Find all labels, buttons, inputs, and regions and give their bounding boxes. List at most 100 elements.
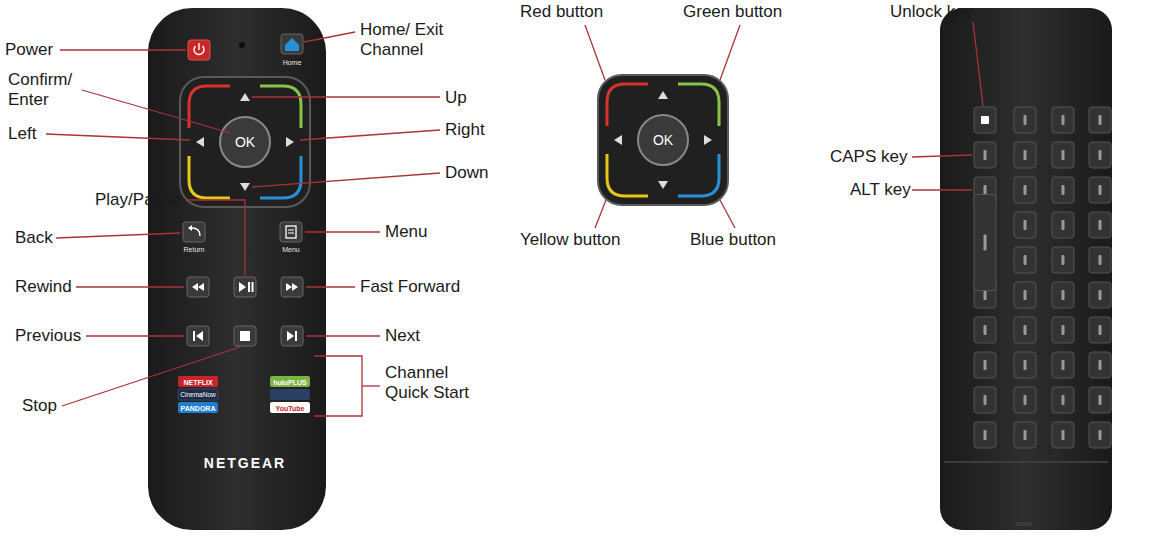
key-cap xyxy=(1014,422,1036,448)
remote-buttons xyxy=(187,326,209,346)
remote-buttons xyxy=(234,326,256,346)
keyboard-key xyxy=(1089,212,1111,238)
key-mark xyxy=(1099,325,1102,335)
remote-buttons xyxy=(198,43,199,50)
key-mark xyxy=(1062,395,1065,405)
leader-lines xyxy=(306,286,355,287)
remote-buttons xyxy=(239,282,246,292)
leader-lines xyxy=(912,189,972,190)
channel-buttons xyxy=(178,376,218,387)
keyboard-key xyxy=(1089,387,1111,413)
leader-lines xyxy=(306,335,380,336)
keyboard-key xyxy=(1014,282,1036,308)
keyboard-key xyxy=(1089,422,1111,448)
keyboard-key xyxy=(1052,282,1074,308)
keyboard-key xyxy=(1052,142,1074,168)
callout-label: Previous xyxy=(15,326,81,346)
channel-logo: NETFLIX xyxy=(183,378,212,385)
keyboard-key xyxy=(1014,422,1036,448)
button-text: Home xyxy=(283,59,302,66)
key-mark xyxy=(1062,325,1065,335)
key-cap xyxy=(1089,282,1111,308)
key-mark xyxy=(1099,150,1102,160)
leader-lines xyxy=(56,233,180,238)
leader-lines xyxy=(46,22,983,416)
remote-buttons xyxy=(183,222,205,242)
key-cap xyxy=(1014,247,1036,273)
key-cap xyxy=(1014,317,1036,343)
key-cap xyxy=(1014,352,1036,378)
key-mark xyxy=(1099,115,1102,125)
leader-lines xyxy=(82,90,230,133)
leader-lines xyxy=(86,335,184,336)
remote-buttons xyxy=(280,222,302,242)
leader-lines xyxy=(304,32,355,42)
leader-lines xyxy=(186,200,245,275)
key-cap xyxy=(1052,352,1074,378)
key-mark xyxy=(1062,220,1065,230)
key-mark xyxy=(1024,255,1027,265)
keyboard-key xyxy=(974,142,996,168)
button-text: OK xyxy=(653,133,673,147)
callout-label: Menu xyxy=(385,222,428,242)
keyboard-body xyxy=(940,8,1112,530)
key-cap xyxy=(974,142,996,168)
key-mark xyxy=(984,235,987,251)
brand-logo: NETGEAR xyxy=(204,456,286,470)
key-mark xyxy=(1024,360,1027,370)
key-mark xyxy=(1062,255,1065,265)
keyboard-body xyxy=(1016,522,1032,526)
keyboard-key xyxy=(1052,422,1074,448)
channel-logo: CinemaNow xyxy=(180,391,215,398)
key-cap xyxy=(1052,142,1074,168)
key-mark xyxy=(1099,290,1102,300)
keyboard-key xyxy=(974,422,996,448)
callout-label: Back xyxy=(15,228,53,248)
key-mark xyxy=(1062,430,1065,440)
key-cap xyxy=(1052,247,1074,273)
leader-lines xyxy=(76,286,184,287)
callout-label: Green button xyxy=(683,2,782,22)
callout-label: Up xyxy=(445,88,467,108)
callout-label: CAPS key xyxy=(830,147,907,167)
remote-buttons xyxy=(188,225,192,231)
dpad-detail xyxy=(598,75,728,205)
callout-label: Fast Forward xyxy=(360,277,460,297)
keyboard-key xyxy=(1089,142,1111,168)
dpad-detail xyxy=(598,75,728,205)
key-cap xyxy=(974,422,996,448)
callout-label: Rewind xyxy=(15,277,72,297)
keyboard-key xyxy=(1052,317,1074,343)
key-cap xyxy=(1089,317,1111,343)
key-mark xyxy=(1024,325,1027,335)
remote-buttons xyxy=(295,331,297,341)
key-cap xyxy=(974,387,996,413)
key-mark xyxy=(984,185,987,195)
callout-label: Stop xyxy=(22,396,57,416)
remote-buttons xyxy=(188,40,210,60)
keyboard-key xyxy=(974,317,996,343)
keyboard-key xyxy=(974,195,996,291)
key-cap xyxy=(1014,177,1036,203)
key-mark xyxy=(1099,255,1102,265)
leader-lines xyxy=(46,134,190,140)
channel-buttons xyxy=(178,376,310,413)
leader-lines xyxy=(60,49,186,50)
key-mark xyxy=(1062,150,1065,160)
remote-buttons xyxy=(193,331,195,341)
callout-label: ALT key xyxy=(850,180,911,200)
leader-lines xyxy=(300,130,440,140)
key-mark xyxy=(984,325,987,335)
remote-buttons xyxy=(281,277,303,297)
key-cap xyxy=(974,317,996,343)
callout-label: Down xyxy=(445,163,488,183)
callout-label: Right xyxy=(445,120,485,140)
remote-buttons xyxy=(287,331,294,341)
leader-lines xyxy=(595,200,606,228)
key-mark xyxy=(1024,395,1027,405)
keyboard-body xyxy=(940,8,1112,530)
key-cap xyxy=(1089,212,1111,238)
key-mark xyxy=(984,150,987,160)
key-cap xyxy=(1089,107,1111,133)
remote-body xyxy=(148,8,326,530)
